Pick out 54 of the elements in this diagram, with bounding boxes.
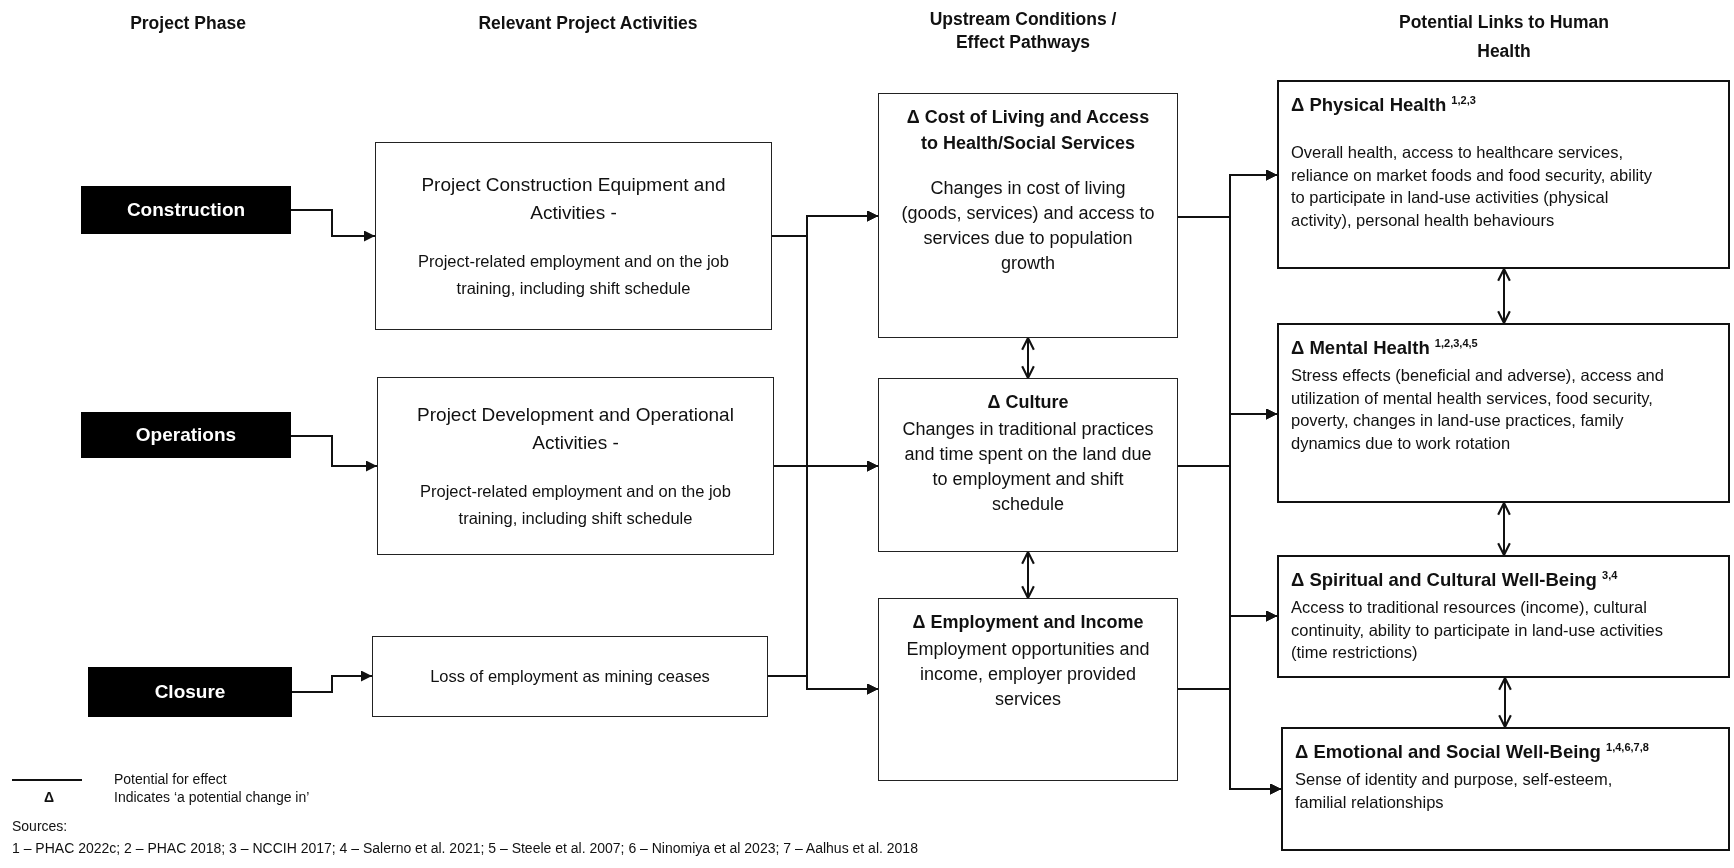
- double-arrow: [1497, 501, 1511, 557]
- phase-box: [88, 667, 292, 717]
- delta-symbol: Δ: [44, 789, 55, 805]
- box-heading: Δ Mental Health $^{1,2,3,4,5}$: [1291, 335, 1479, 360]
- box-text: Project-related employment and on the job training, including shift schedule: [417, 251, 730, 299]
- legend-text: Indicates ‘a potential change in’: [114, 789, 310, 805]
- column-header: Upstream Conditions / Effect Pathways: [928, 8, 1118, 54]
- double-arrow: [1498, 676, 1512, 729]
- box-text: Overall health, access to healthcare services, reliance on market foods and food security, ability to participate in land-use activities (physical activity), personal health behaviours: [1291, 141, 1654, 232]
- box-heading: Δ Emotional and Social Well-Being $^{1,4,6,7,8}$: [1295, 739, 1650, 764]
- legend-text: Potential for effect: [114, 771, 227, 787]
- box-text: Loss of employment as mining ceases: [430, 666, 710, 688]
- phase-box: [81, 412, 291, 458]
- box-text: Changes in traditional practices and time spent on the land due to employment and shift schedule: [901, 418, 1155, 516]
- health-outcome-box: [1277, 323, 1730, 503]
- box-heading: Project Construction Equipment and Activities -: [420, 173, 727, 225]
- box-text: Stress effects (beneficial and adverse), access and utilization of mental health services, food security, poverty, changes in land-use practices, family dynamics due to work rotation: [1291, 364, 1665, 455]
- connector-arrow: [290, 209, 376, 242]
- activity-box: [372, 636, 768, 717]
- health-outcome-box: [1277, 80, 1730, 269]
- activity-box: [377, 377, 774, 555]
- double-arrow: [1021, 336, 1035, 380]
- box-text: Project-related employment and on the job training, including shift schedule: [419, 481, 732, 529]
- box-text: Access to traditional resources (income), cultural continuity, ability to participate in land-use activities (time restrictions): [1291, 596, 1665, 664]
- column-header: Project Phase: [129, 12, 247, 35]
- box-heading: Δ Culture: [987, 391, 1069, 414]
- box-heading: Δ Employment and Income: [912, 611, 1144, 634]
- pathway-box: [878, 93, 1178, 338]
- connector-arrow: [290, 435, 378, 472]
- box-text: Sense of identity and purpose, self-esteem, familial relationships: [1295, 768, 1614, 813]
- pathway-box: [878, 598, 1178, 781]
- health-outcome-box: [1281, 727, 1730, 851]
- box-text: Employment opportunities and income, employer provided services: [905, 638, 1151, 711]
- phase-label: Closure: [154, 681, 226, 703]
- sources-heading: Sources:: [12, 818, 68, 834]
- sources-list: 1 – PHAC 2022c; 2 – PHAC 2018; 3 – NCCIH 2017; 4 – Salerno et al. 2021; 5 – Steele et al. 2007; 6 – Ninomiya et al 2023; 7 – Aalhus et al. 2018: [12, 840, 918, 856]
- phase-label: Construction: [126, 199, 246, 221]
- connector-arrow: [767, 675, 879, 695]
- connector-arrow: [291, 670, 373, 693]
- connector-arrow: [1177, 688, 1282, 795]
- column-header: Relevant Project Activities: [477, 12, 699, 35]
- column-header: Potential Links to Human Health: [1398, 11, 1610, 63]
- phase-box: [81, 186, 291, 234]
- box-text: Changes in cost of living (goods, services) and access to services due to population growth: [901, 177, 1155, 275]
- double-arrow: [1497, 267, 1511, 325]
- health-outcome-box: [1277, 555, 1730, 678]
- box-heading: Δ Cost of Living and Access to Health/Social Services: [905, 106, 1151, 156]
- box-heading: Δ Spiritual and Cultural Well-Being $^{3,4}$: [1291, 567, 1619, 592]
- box-heading: Project Development and Operational Activities -: [416, 403, 735, 455]
- box-heading: Δ Physical Health $^{1,2,3}$: [1291, 92, 1477, 117]
- phase-label: Operations: [135, 424, 237, 446]
- pathway-box: [878, 378, 1178, 552]
- activity-box: [375, 142, 772, 330]
- double-arrow: [1021, 550, 1035, 600]
